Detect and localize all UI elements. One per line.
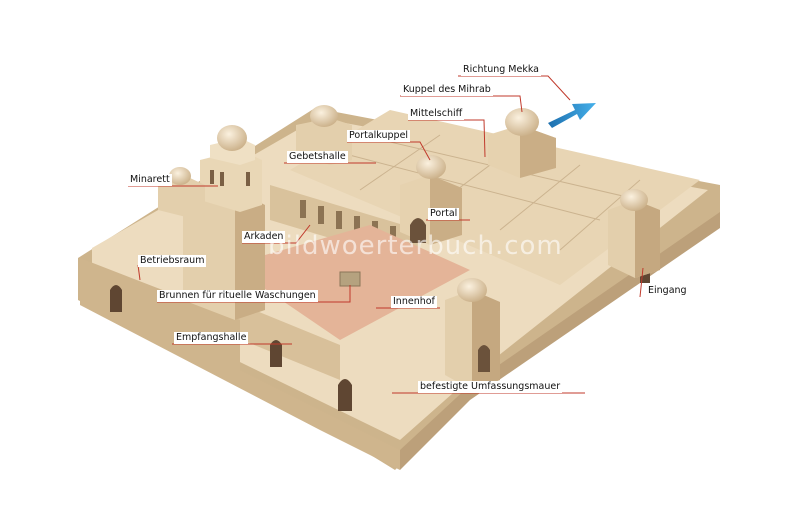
mecca-direction-arrow <box>548 103 596 128</box>
label-portalkuppel: Portalkuppel <box>347 130 411 142</box>
label-gebetshalle: Gebetshalle <box>287 151 348 163</box>
label-innenhof: Innenhof <box>391 296 437 308</box>
reception-hall <box>230 300 340 380</box>
label-eingang: Eingang <box>646 285 689 297</box>
label-betriebsraum: Betriebsraum <box>138 255 207 267</box>
label-portal: Portal <box>428 208 460 220</box>
prayer-hall-roof <box>290 110 700 285</box>
mihrab-building <box>488 108 556 178</box>
corner-tower-right <box>608 189 660 278</box>
watermark: bildwoerterbuch.com <box>268 231 563 261</box>
leader-lines <box>128 75 644 394</box>
fountain <box>339 271 361 287</box>
label-mittelschiff: Mittelschiff <box>408 108 465 120</box>
label-kuppel-mihrab: Kuppel des Mihrab <box>401 84 493 96</box>
corner-tower-front <box>445 278 500 390</box>
label-arkaden: Arkaden <box>242 231 286 243</box>
minaret <box>183 125 265 320</box>
corner-tower-left <box>158 167 205 218</box>
label-brunnen: Brunnen für rituelle Waschungen <box>157 290 318 302</box>
label-richtung-mekka: Richtung Mekka <box>461 64 541 76</box>
front-wall-left <box>80 258 400 470</box>
label-umfassungsmauer: befestigte Umfassungsmauer <box>418 381 563 393</box>
label-empfangshalle: Empfangshalle <box>174 332 249 344</box>
label-minarett: Minarett <box>128 174 172 186</box>
